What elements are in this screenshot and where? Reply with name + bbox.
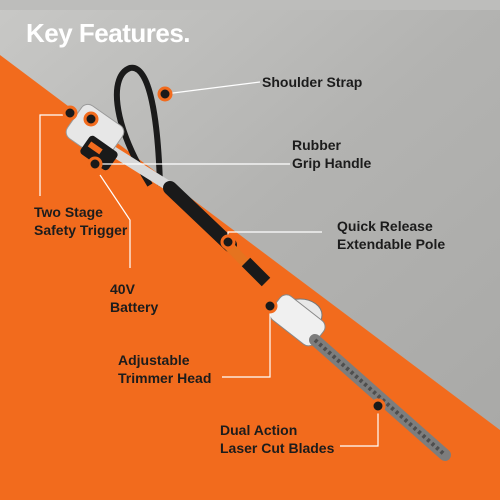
callout-safety-trigger xyxy=(39,105,99,196)
callout-battery xyxy=(99,174,131,268)
label-line: Shoulder Strap xyxy=(262,74,363,90)
concrete-top-band xyxy=(0,0,500,10)
label-quick-release: Quick Release Extendable Pole xyxy=(337,217,445,253)
label-trimmer-head: Adjustable Trimmer Head xyxy=(118,351,211,387)
callout-trimmer-head xyxy=(222,298,278,378)
callout-quick-release xyxy=(220,231,322,250)
callout-blades xyxy=(340,398,386,447)
label-line: Extendable Pole xyxy=(337,236,446,252)
label-line: Safety Trigger xyxy=(34,222,128,238)
callout-rubber-grip xyxy=(87,156,290,172)
label-shoulder-strap: Shoulder Strap xyxy=(262,73,362,91)
battery-stripe xyxy=(87,141,103,155)
label-line: Dual Action xyxy=(220,422,298,438)
label-line: Laser Cut Blades xyxy=(220,440,335,456)
pole-lower-band xyxy=(241,257,271,287)
label-safety-trigger: Two Stage Safety Trigger xyxy=(34,203,127,239)
concrete-background xyxy=(0,0,500,430)
label-line: Quick Release xyxy=(337,218,433,234)
label-line: Trimmer Head xyxy=(118,370,212,386)
label-line: Rubber xyxy=(292,137,341,153)
pole-black xyxy=(163,181,237,252)
label-battery: 40V Battery xyxy=(110,280,158,316)
label-line: Two Stage xyxy=(34,204,103,220)
label-rubber-grip: Rubber Grip Handle xyxy=(292,136,371,172)
label-blades: Dual Action Laser Cut Blades xyxy=(220,421,334,457)
label-line: Grip Handle xyxy=(292,155,372,171)
label-line: 40V xyxy=(110,281,135,297)
page-title: Key Features. xyxy=(26,18,191,48)
label-line: Battery xyxy=(110,299,159,315)
callout-shoulder-strap xyxy=(157,81,261,102)
blade-teeth xyxy=(313,338,447,457)
label-line: Adjustable xyxy=(118,352,190,368)
